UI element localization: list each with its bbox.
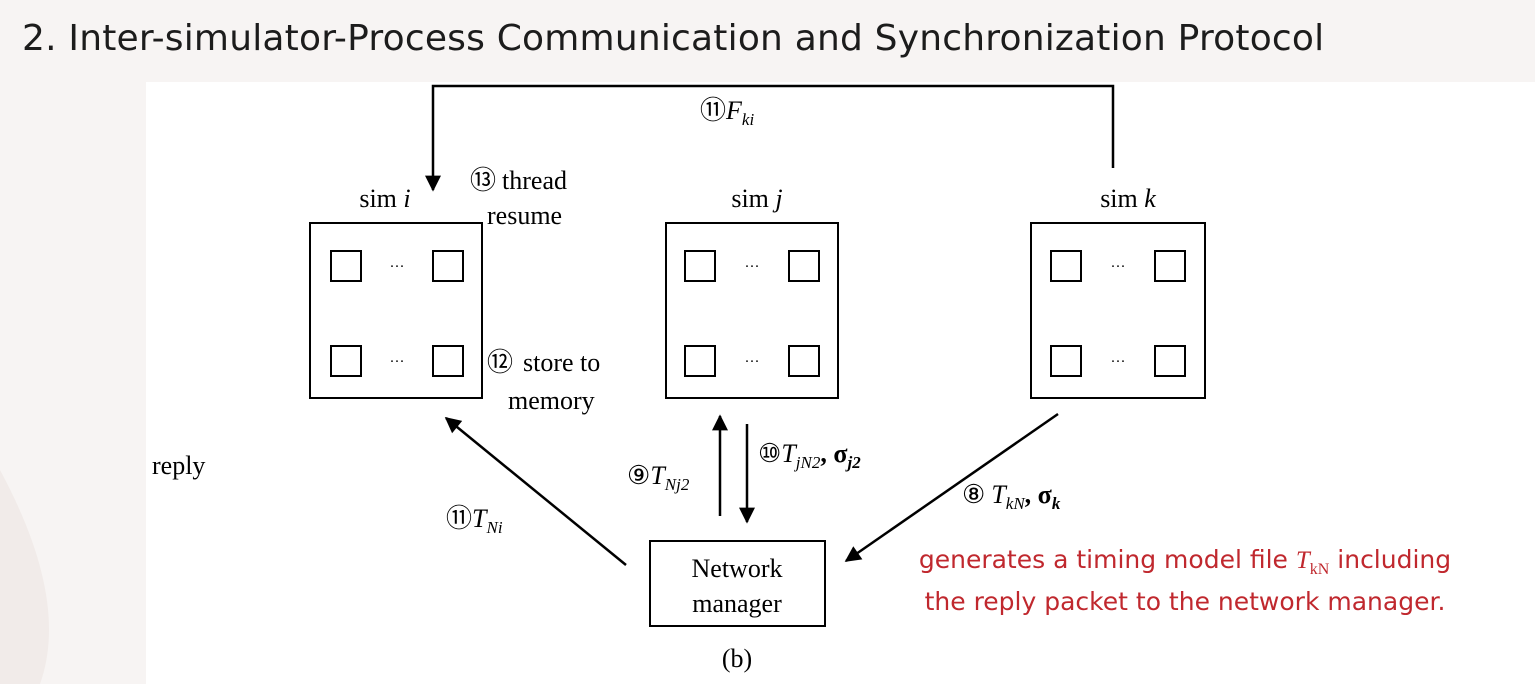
core-square	[1154, 345, 1186, 377]
slide-title: 2. Inter-simulator-Process Communication…	[22, 18, 1325, 59]
figure-caption: (b)	[722, 644, 752, 673]
network-manager-box: Network manager	[649, 540, 826, 627]
core-square	[330, 250, 362, 282]
core-square	[788, 250, 820, 282]
annotation-line2: the reply packet to the network manager.	[924, 587, 1446, 616]
sim-k-box: ··· ···	[1030, 222, 1206, 399]
sim-j-label: sim j	[731, 184, 782, 213]
ellipsis: ···	[1111, 259, 1126, 275]
network-manager-line2: manager	[692, 589, 782, 618]
ellipsis: ···	[1111, 354, 1126, 370]
arrow-tni	[444, 416, 627, 566]
arrow-fki	[425, 84, 1115, 192]
annotation-line1: generates a timing model file TkN includ…	[918, 545, 1452, 578]
reply-label: reply	[152, 451, 205, 480]
ellipsis: ···	[390, 354, 405, 370]
arrow-tkn	[844, 412, 1059, 563]
core-square	[684, 250, 716, 282]
red-annotation: generates a timing model file TkN includ…	[852, 544, 1518, 618]
ellipsis: ···	[390, 259, 405, 275]
core-square	[684, 345, 716, 377]
core-square	[432, 250, 464, 282]
step-9-label: ⑨TNj2	[627, 461, 690, 494]
sim-j-box: ··· ···	[665, 222, 839, 399]
core-square	[1154, 250, 1186, 282]
step-10-label: ⑩TjN2, σj2	[758, 439, 861, 472]
ellipsis: ···	[745, 259, 760, 275]
sim-i-box: ··· ···	[309, 222, 483, 399]
core-square	[432, 345, 464, 377]
sim-k-label: sim k	[1100, 184, 1156, 213]
core-square	[1050, 250, 1082, 282]
core-square	[788, 345, 820, 377]
step-11-fki-label: ⑪Fki	[700, 96, 754, 129]
figure-panel	[146, 82, 1535, 684]
core-square	[330, 345, 362, 377]
ellipsis: ···	[745, 354, 760, 370]
tkn-symbol: TkN	[1295, 547, 1330, 578]
sim-i-label: sim i	[359, 184, 410, 213]
core-square	[1050, 345, 1082, 377]
step-11-tni-label: ⑪TNi	[446, 504, 503, 537]
network-manager-line1: Network	[692, 554, 783, 583]
